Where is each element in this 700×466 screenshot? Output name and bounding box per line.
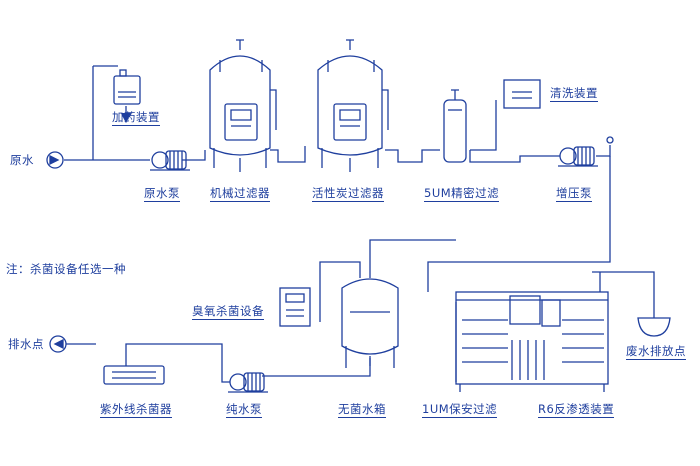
mechanical-filter-icon [209, 39, 277, 172]
raw-water-pump-label: 原水泵 [144, 186, 180, 202]
booster-pump-label: 增压泵 [556, 186, 592, 202]
uv-sterilizer-label: 紫外线杀菌器 [100, 402, 172, 418]
uv-sterilizer-icon [103, 365, 165, 385]
ozone-sterilizer-icon [279, 287, 311, 327]
waste-water-point-label: 废水排放点 [626, 344, 686, 360]
precision-filter-icon [443, 89, 467, 163]
dosing-tank-icon [113, 69, 141, 105]
pipelines [64, 65, 655, 383]
raw-water-inlet-icon [46, 151, 64, 169]
ro-device-label: R6反渗透装置 [538, 402, 615, 418]
mechanical-filter-label: 机械过滤器 [210, 186, 270, 202]
ozone-sterilizer-label: 臭氧杀菌设备 [192, 304, 264, 320]
drain-point-icon [49, 335, 67, 353]
activated-carbon-filter-icon [317, 39, 389, 172]
sterile-water-tank-label: 无菌水箱 [338, 402, 386, 418]
waste-water-basin-icon [637, 317, 671, 337]
safety-filter-label: 1UM保安过滤 [422, 402, 498, 418]
cleaning-device-label: 清洗装置 [550, 86, 598, 102]
dosing-device-label: 加药装置 [112, 110, 160, 126]
drain-point-label: 排水点 [8, 337, 44, 351]
sterile-water-tank-icon [341, 278, 399, 368]
raw-water-label: 原水 [10, 153, 34, 167]
pure-water-pump-icon [228, 372, 268, 393]
note-label: 注：杀菌设备任选一种 [6, 262, 126, 276]
raw-water-pump-icon [150, 150, 190, 171]
precision-filter-label: 5UM精密过滤 [424, 186, 500, 202]
ro-device-icon [455, 291, 609, 392]
booster-pump-icon [558, 136, 614, 167]
pure-water-pump-label: 纯水泵 [226, 402, 262, 418]
activated-carbon-filter-label: 活性炭过滤器 [312, 186, 384, 202]
cleaning-device-icon [503, 79, 541, 109]
